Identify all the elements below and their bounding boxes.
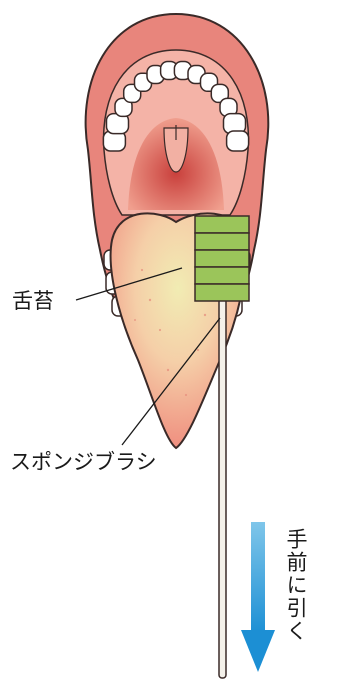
sponge-head — [195, 216, 249, 301]
tongue-coating-label: 舌苔 — [12, 291, 54, 312]
pull-direction-label: 手前に引く — [285, 528, 306, 643]
brush-handle — [219, 288, 226, 678]
upper-tooth — [227, 131, 249, 151]
down-arrow-icon — [241, 522, 275, 672]
sponge-brush-label: スポンジブラシ — [10, 452, 157, 473]
